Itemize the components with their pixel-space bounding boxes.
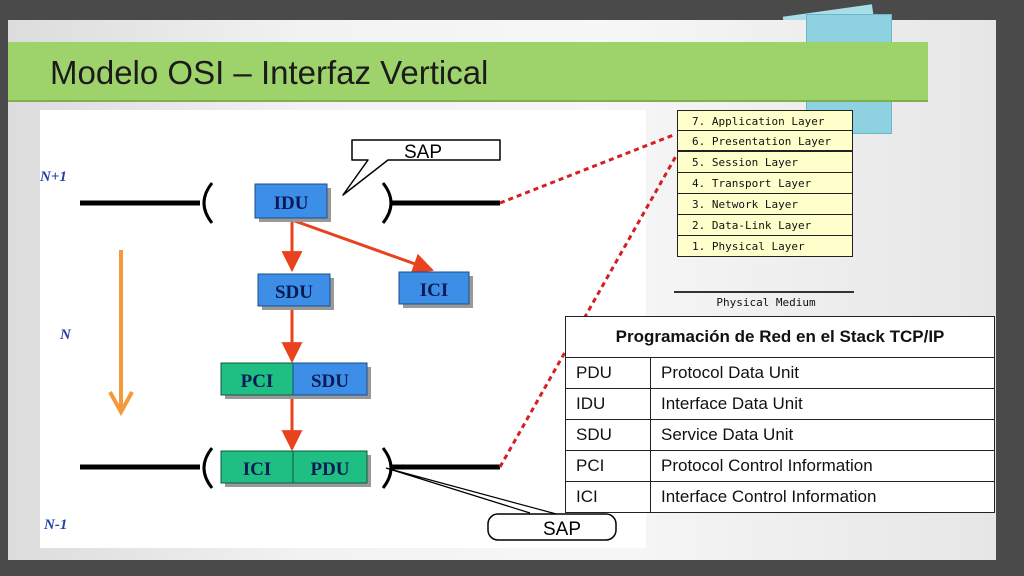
osi-layer-1: 1. Physical Layer: [677, 236, 853, 257]
osi-layer-3: 3. Network Layer: [677, 194, 853, 215]
sap-bottom-label: SAP: [543, 519, 581, 540]
meaning-cell: Interface Data Unit: [650, 388, 995, 420]
osi-layer-stack: 7. Application Layer 6. Presentation Lay…: [677, 110, 855, 257]
physical-medium-line: [674, 291, 854, 293]
table-row: ICI Interface Control Information: [565, 481, 995, 513]
sap-bottom-callout: [487, 513, 617, 541]
osi-layer-7: 7. Application Layer: [677, 110, 853, 131]
lower-paren-left: [202, 447, 214, 489]
level-label-n: N: [59, 327, 72, 343]
box-sdu-label: SDU: [275, 282, 313, 303]
flow-direction-arrow-head: [108, 391, 134, 417]
osi-layer-2: 2. Data-Link Layer: [677, 215, 853, 236]
osi-layer-5: 5. Session Layer: [677, 152, 853, 173]
slide-title: Modelo OSI – Interfaz Vertical: [50, 54, 489, 91]
sap-top-label: SAP: [404, 142, 442, 163]
upper-paren-right: [381, 182, 393, 224]
box-sdu: SDU: [257, 273, 334, 310]
box-pci-label: PCI: [241, 371, 274, 392]
box-sdu2-label: SDU: [311, 371, 349, 392]
lower-paren-right: [381, 447, 393, 489]
abbr-cell: IDU: [565, 388, 651, 420]
title-bar: [8, 42, 928, 102]
abbr-cell: SDU: [565, 419, 651, 451]
osi-layer-4: 4. Transport Layer: [677, 173, 853, 194]
abbr-cell: ICI: [565, 481, 651, 513]
dotted-connector-lower: [498, 155, 678, 468]
meaning-cell: Service Data Unit: [650, 419, 995, 451]
box-idu-label: IDU: [274, 193, 309, 214]
definitions-header: Programación de Red en el Stack TCP/IP: [565, 316, 995, 358]
box-ici-label: ICI: [420, 280, 449, 301]
physical-medium-label: Physical Medium: [716, 296, 816, 309]
abbr-cell: PDU: [565, 357, 651, 389]
dotted-connector-upper: [499, 132, 677, 205]
table-row: IDU Interface Data Unit: [565, 388, 995, 420]
box-pdu-label: PDU: [310, 459, 349, 480]
meaning-cell: Protocol Data Unit: [650, 357, 995, 389]
upper-paren-left: [202, 182, 214, 224]
box-idu: IDU: [254, 183, 331, 222]
arrow-idu-to-ici: [291, 218, 434, 274]
box-pci-sdu: PCI SDU: [220, 362, 371, 399]
level-label-n-minus-1: N-1: [43, 517, 67, 533]
meaning-cell: Protocol Control Information: [650, 450, 995, 482]
sap-top-callout: [342, 139, 501, 196]
definitions-table: Programación de Red en el Stack TCP/IP P…: [565, 316, 995, 513]
sap-bottom-callout-pointer: [385, 467, 561, 516]
box-ici-pdu: ICI PDU: [220, 450, 371, 487]
box-ici: ICI: [398, 271, 473, 308]
table-row: PCI Protocol Control Information: [565, 450, 995, 482]
definitions-header-row: Programación de Red en el Stack TCP/IP: [565, 316, 995, 358]
table-row: SDU Service Data Unit: [565, 419, 995, 451]
level-label-n-plus-1: N+1: [39, 169, 67, 185]
box-ici2-label: ICI: [243, 459, 272, 480]
table-row: PDU Protocol Data Unit: [565, 357, 995, 389]
meaning-cell: Interface Control Information: [650, 481, 995, 513]
abbr-cell: PCI: [565, 450, 651, 482]
osi-layer-6: 6. Presentation Layer: [677, 131, 853, 152]
